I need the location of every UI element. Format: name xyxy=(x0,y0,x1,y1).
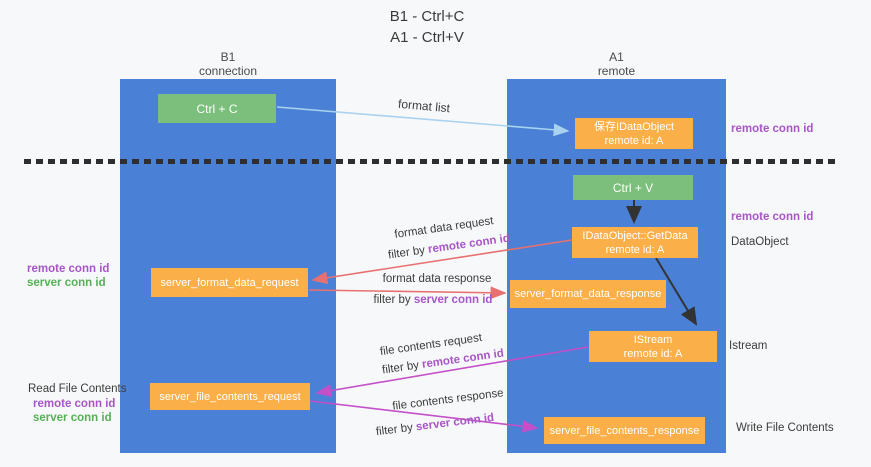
getdata-line2: remote id: A xyxy=(605,243,665,256)
lane-a1-role: remote xyxy=(597,64,636,78)
right-remote-conn-id-mid: remote conn id xyxy=(731,211,814,223)
lane-b1-role: connection xyxy=(198,64,258,78)
left-remote-conn-id-1: remote conn id xyxy=(27,263,110,275)
server-conn-id-text: server conn id xyxy=(413,294,493,306)
node-server-file-contents-response: server_file_contents_response xyxy=(544,417,705,444)
node-ctrl-c: Ctrl + C xyxy=(158,94,276,123)
filter-by-text: filter by xyxy=(381,359,420,377)
istream-line2: remote id: A xyxy=(623,347,683,360)
session-separator-line xyxy=(24,159,836,164)
remote-conn-id-text: remote conn id xyxy=(421,347,505,371)
node-server-format-data-request: server_format_data_request xyxy=(151,268,308,297)
ctrl-v-label: Ctrl + V xyxy=(612,180,654,195)
left-read-file-contents-label: Read File Contents xyxy=(28,383,127,395)
format-request-label: server_format_data_request xyxy=(160,276,299,289)
left-server-conn-id-1: server conn id xyxy=(27,277,106,289)
ctrl-c-label: Ctrl + C xyxy=(196,101,238,116)
right-remote-conn-id-top: remote conn id xyxy=(731,123,814,135)
node-ctrl-v: Ctrl + V xyxy=(573,175,693,200)
label-filter-server-2: filter by server conn id xyxy=(375,412,494,438)
filter-by-text: filter by xyxy=(375,421,414,439)
filter-by-text: filter by xyxy=(387,244,426,262)
label-file-contents-response: file contents response xyxy=(391,387,505,413)
node-server-format-data-response: server_format_data_response xyxy=(510,280,666,308)
node-idataobject-getdata: IDataObject::GetData remote id: A xyxy=(572,227,698,258)
remote-conn-id-text: remote conn id xyxy=(427,232,511,256)
title-line-1: B1 - Ctrl+C xyxy=(389,8,465,25)
diagram-title: B1 - Ctrl+C A1 - Ctrl+V xyxy=(0,6,854,48)
keep-idataobject-line1: 保存IDataObject xyxy=(593,120,675,133)
istream-line1: IStream xyxy=(633,333,673,346)
getdata-line1: IDataObject::GetData xyxy=(582,229,688,242)
left-server-conn-id-2: server conn id xyxy=(33,412,112,424)
label-format-data-response: format data response xyxy=(382,273,492,285)
right-write-file-contents-label: Write File Contents xyxy=(736,422,834,434)
file-response-label: server_file_contents_response xyxy=(549,424,700,437)
server-conn-id-text: server conn id xyxy=(415,411,495,434)
node-server-file-contents-request: server_file_contents_request xyxy=(150,383,310,410)
lane-b1-name: B1 xyxy=(220,50,236,64)
filter-by-text: filter by xyxy=(373,294,411,306)
lane-header-b1: B1 connection xyxy=(120,50,336,78)
node-keep-idataobject: 保存IDataObject remote id: A xyxy=(575,118,693,149)
node-istream: IStream remote id: A xyxy=(589,331,717,362)
label-filter-server-1: filter by server conn id xyxy=(374,294,493,306)
title-line-2: A1 - Ctrl+V xyxy=(390,29,464,46)
format-data-response-arrow xyxy=(308,286,507,300)
left-remote-conn-id-2: remote conn id xyxy=(33,398,116,410)
label-format-list: format list xyxy=(397,96,451,116)
format-response-label: server_format_data_response xyxy=(514,288,662,300)
lane-header-a1: A1 remote xyxy=(507,50,726,78)
file-request-label: server_file_contents_request xyxy=(159,390,301,403)
right-istream-label: Istream xyxy=(729,340,768,352)
lane-a1-name: A1 xyxy=(609,50,624,64)
right-dataobject-label: DataObject xyxy=(731,236,789,248)
keep-idataobject-line2: remote id: A xyxy=(604,134,664,147)
